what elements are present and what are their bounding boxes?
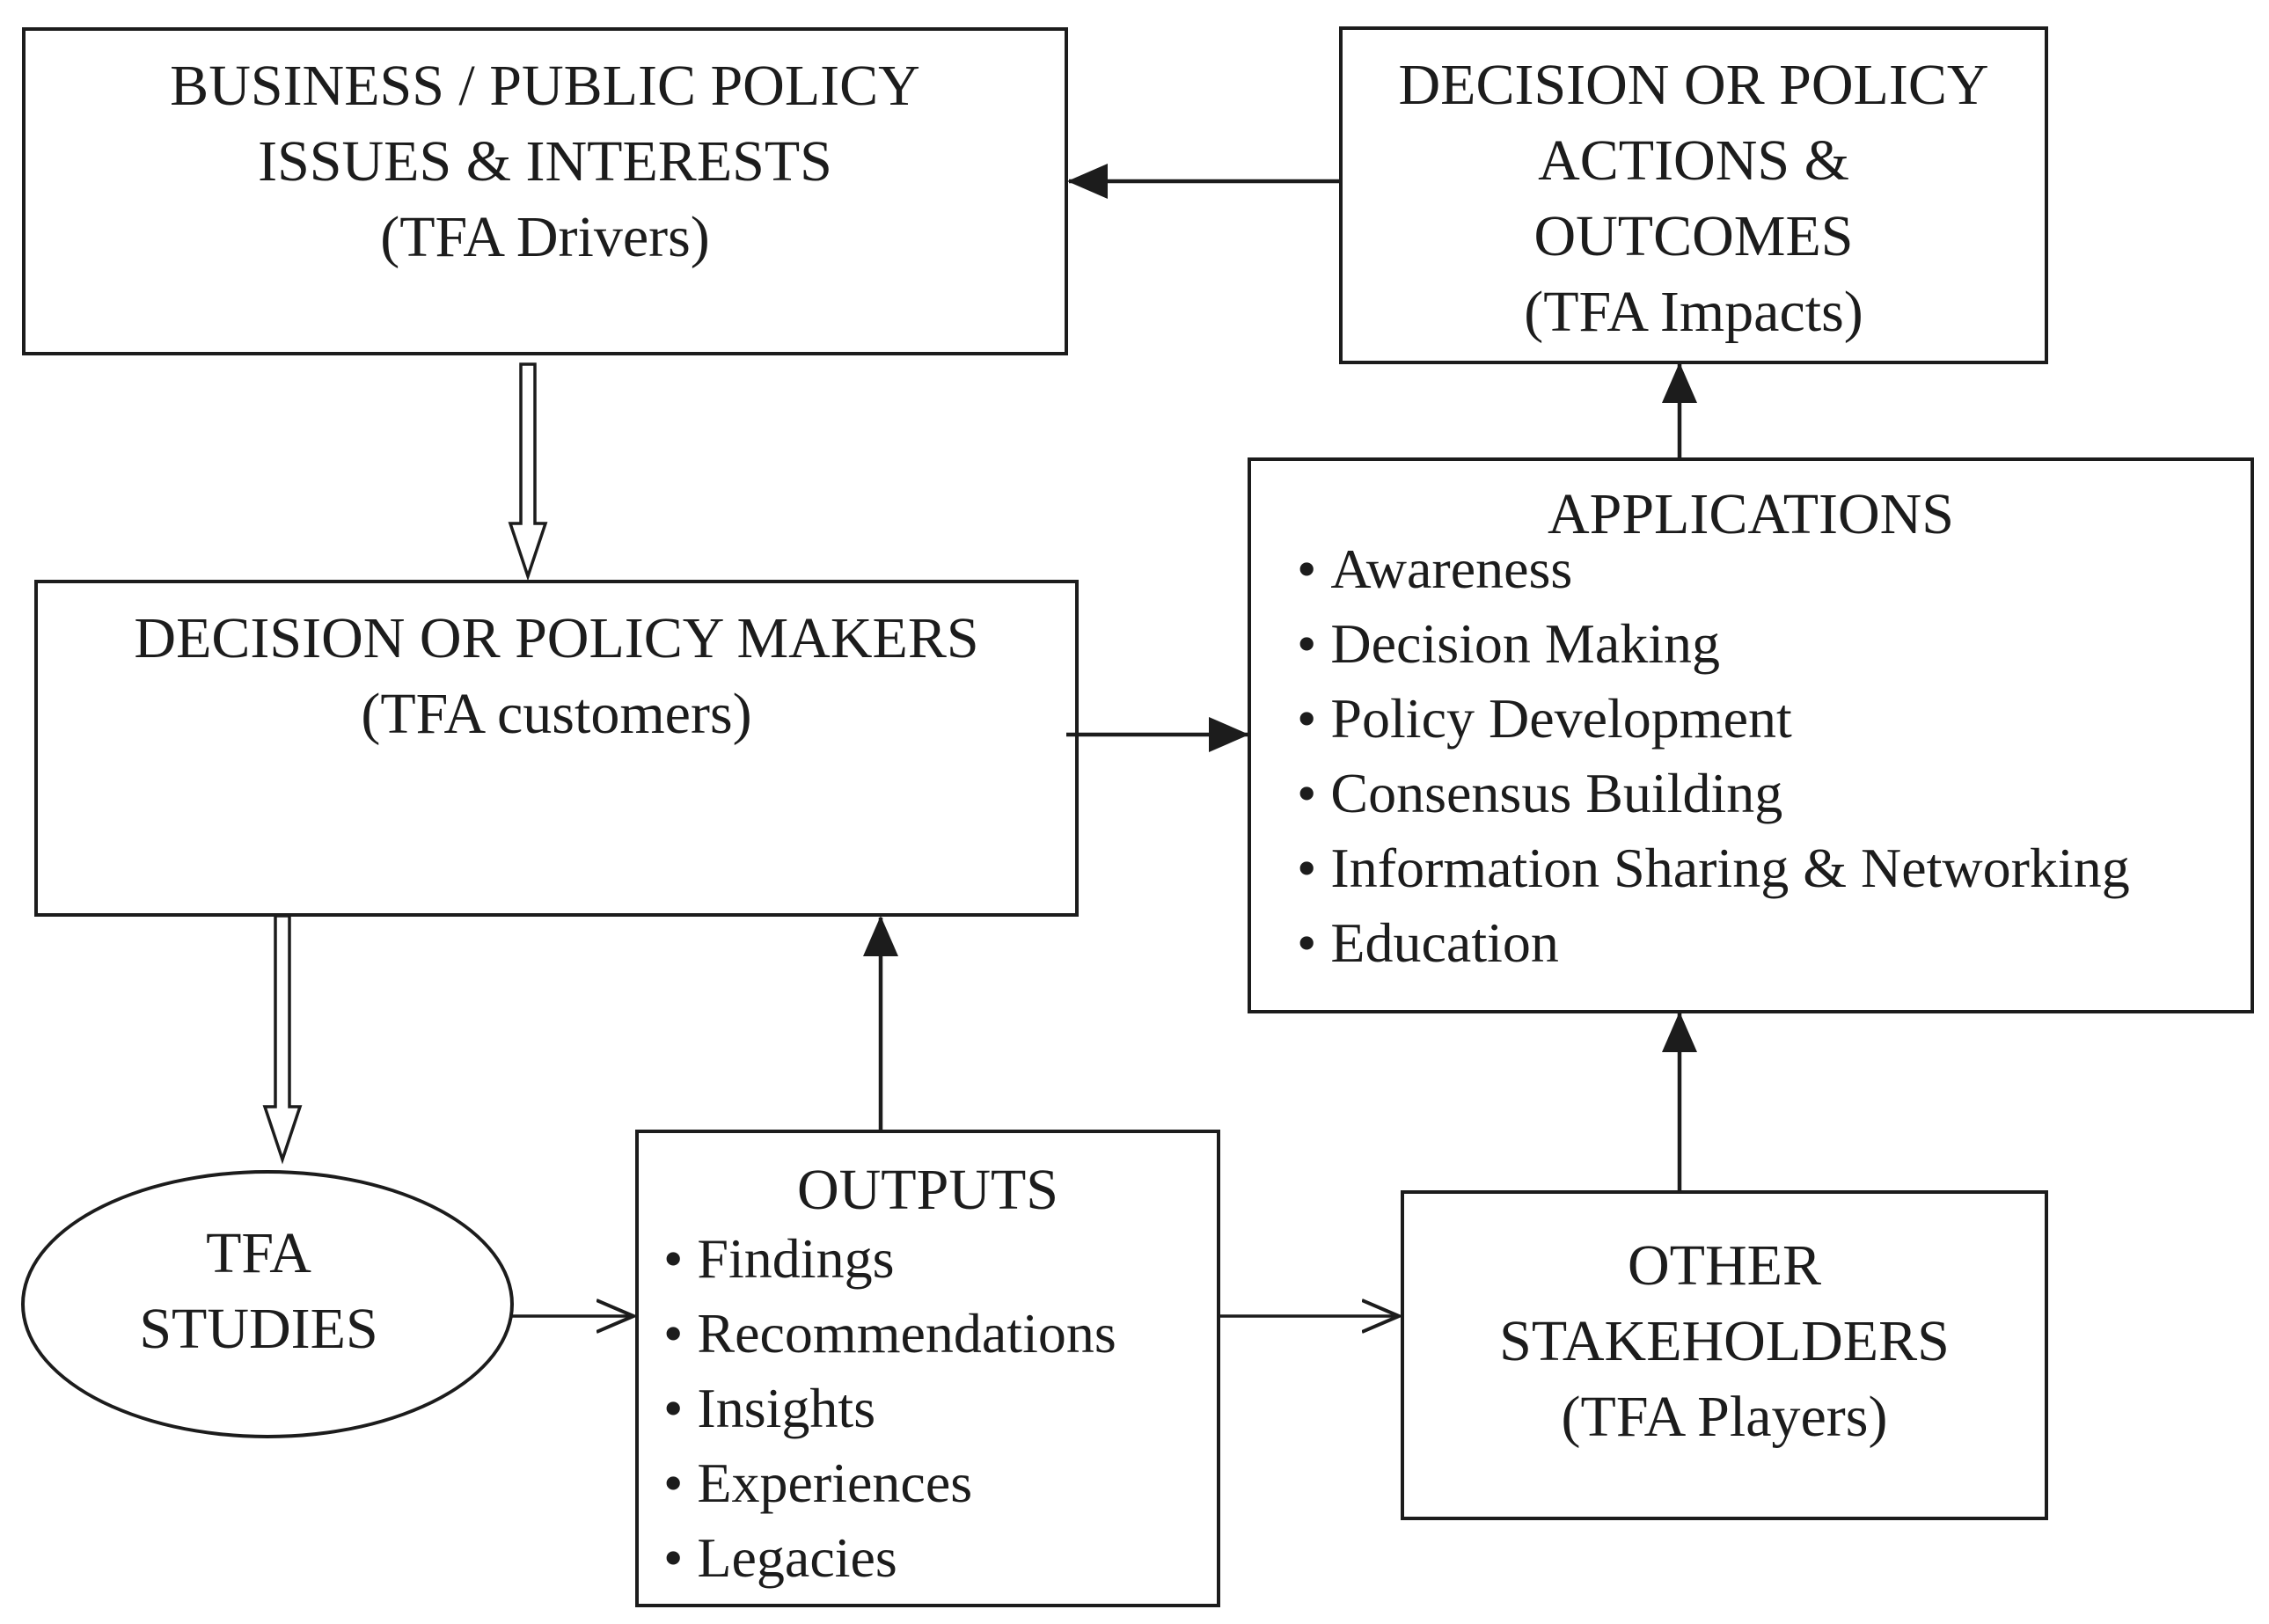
actions-box (1339, 26, 2048, 364)
outputs-item: Legacies (663, 1520, 1116, 1595)
makers-box (34, 580, 1079, 917)
stakeholders-line-3: (TFA Players) (1561, 1385, 1888, 1449)
stakeholders-line-2: STAKEHOLDERS (1499, 1309, 1950, 1373)
actions-line-3: OUTCOMES (1533, 204, 1854, 268)
actions-line-4: (TFA Impacts) (1524, 280, 1863, 344)
studies-ellipse (21, 1170, 514, 1438)
hollow-arrow-issues-to-makers (508, 362, 548, 582)
applications-item: Awareness (1297, 531, 2130, 606)
applications-item: Policy Development (1297, 681, 2130, 756)
actions-line-1: DECISION OR POLICY (1398, 53, 1989, 117)
applications-item: Decision Making (1297, 606, 2130, 681)
issues-line-1: BUSINESS / PUBLIC POLICY (170, 54, 920, 118)
outputs-list: Findings Recommendations Insights Experi… (663, 1221, 1116, 1595)
issues-line-3: (TFA Drivers) (380, 205, 710, 269)
applications-list: Awareness Decision Making Policy Develop… (1297, 531, 2130, 980)
applications-item: Information Sharing & Networking (1297, 830, 2129, 905)
actions-line-2: ACTIONS & (1538, 128, 1849, 193)
studies-line-2: STUDIES (139, 1297, 378, 1361)
makers-line-1: DECISION OR POLICY MAKERS (134, 606, 979, 670)
issues-box (22, 27, 1068, 355)
hollow-arrow-makers-to-studies (262, 914, 303, 1165)
outputs-item: Insights (663, 1371, 1116, 1445)
stakeholders-line-1: OTHER (1628, 1233, 1821, 1298)
applications-item: Education (1297, 905, 2130, 980)
studies-line-1: TFA (206, 1221, 311, 1285)
outputs-item: Findings (663, 1221, 1116, 1296)
actions-text: DECISION OR POLICY ACTIONS & OUTCOMES (T… (1339, 48, 2048, 350)
studies-text: TFA STUDIES (21, 1216, 496, 1367)
makers-text: DECISION OR POLICY MAKERS (TFA customers… (34, 601, 1079, 752)
makers-line-2: (TFA customers) (361, 682, 752, 746)
outputs-item: Recommendations (663, 1296, 1116, 1371)
issues-line-2: ISSUES & INTERESTS (258, 129, 832, 194)
stakeholders-text: OTHER STAKEHOLDERS (TFA Players) (1401, 1228, 2048, 1455)
applications-item: Consensus Building (1297, 756, 2130, 830)
outputs-title: OUTPUTS (796, 1158, 1059, 1222)
outputs-box (635, 1130, 1220, 1607)
stakeholders-box (1401, 1190, 2048, 1520)
issues-text: BUSINESS / PUBLIC POLICY ISSUES & INTERE… (22, 48, 1068, 275)
applications-box (1248, 457, 2254, 1013)
outputs-item: Experiences (663, 1445, 1116, 1520)
